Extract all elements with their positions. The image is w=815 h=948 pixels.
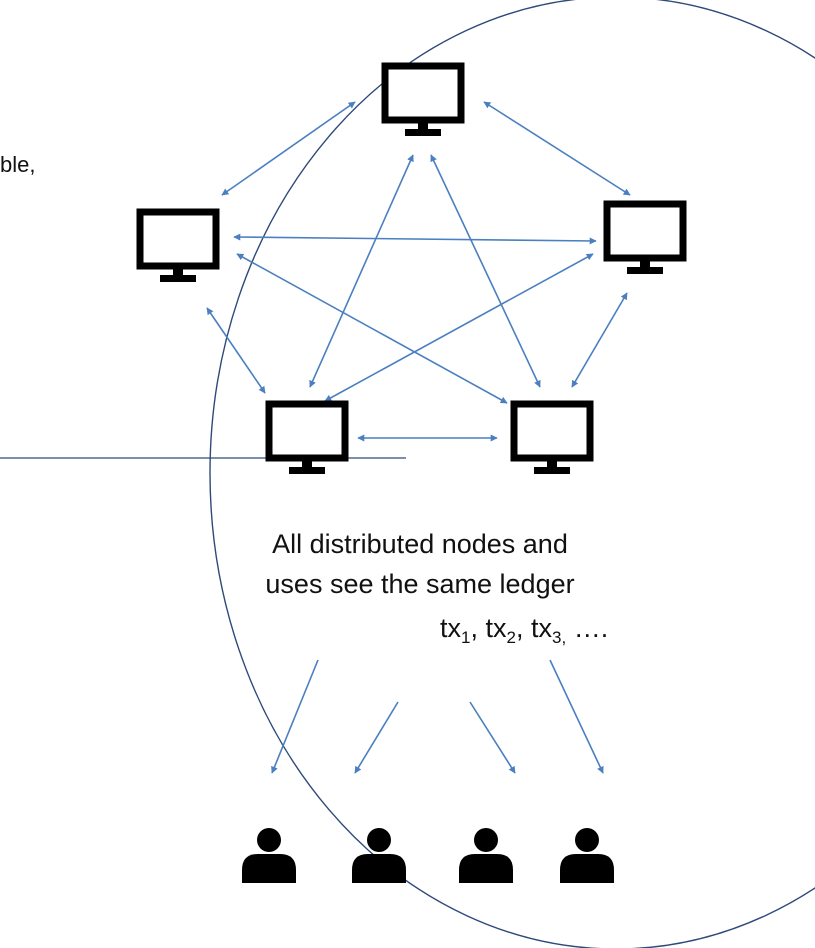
caption-line-1: All distributed nodes and (272, 529, 568, 559)
partial-text: ble, (0, 152, 36, 177)
monitor-icon (140, 212, 216, 282)
tx-subscript: 3, (552, 627, 567, 647)
user-icon (352, 828, 406, 883)
tx-base: tx (440, 613, 462, 643)
ledger-arrows (271, 659, 604, 774)
caption-line-2: uses see the same ledger (265, 569, 575, 599)
arrow-left-bottomright (236, 253, 508, 404)
monitor-icon (269, 404, 345, 474)
user-icon (459, 828, 513, 883)
monitor-icon (514, 404, 590, 474)
arrow-right-bottomleft (324, 253, 594, 402)
arrow-top-right (483, 101, 631, 196)
tx-base: tx (531, 613, 553, 643)
tx-base: tx (485, 613, 507, 643)
arrow-left-right (233, 233, 597, 245)
ledger-arrow-4 (549, 659, 604, 774)
tx-separator (566, 613, 574, 643)
arrow-left-bottomleft (206, 307, 266, 394)
network-arrows (206, 101, 631, 442)
ledger-arrow-2 (354, 701, 399, 774)
tx-separator: , (515, 613, 531, 643)
tx-subscript: 1 (461, 627, 471, 647)
user-icon (242, 828, 296, 883)
arrow-right-bottomright (571, 292, 628, 388)
tx-subscript: 2 (506, 627, 516, 647)
user-icon (560, 828, 614, 883)
monitor-icon (607, 204, 683, 274)
arrow-top-left (221, 101, 356, 196)
ledger-transactions: tx1, tx2, tx3, …. (440, 612, 608, 648)
ledger-arrow-3 (469, 701, 516, 774)
tx-separator: , (470, 613, 486, 643)
arrow-top-bottomright (430, 154, 541, 388)
ledger-arrow-1 (271, 659, 319, 774)
tx-ellipsis: …. (573, 613, 609, 643)
monitor-icon (385, 66, 461, 136)
arrow-top-bottomleft (309, 154, 414, 388)
network-boundary-ellipse (209, 0, 815, 948)
